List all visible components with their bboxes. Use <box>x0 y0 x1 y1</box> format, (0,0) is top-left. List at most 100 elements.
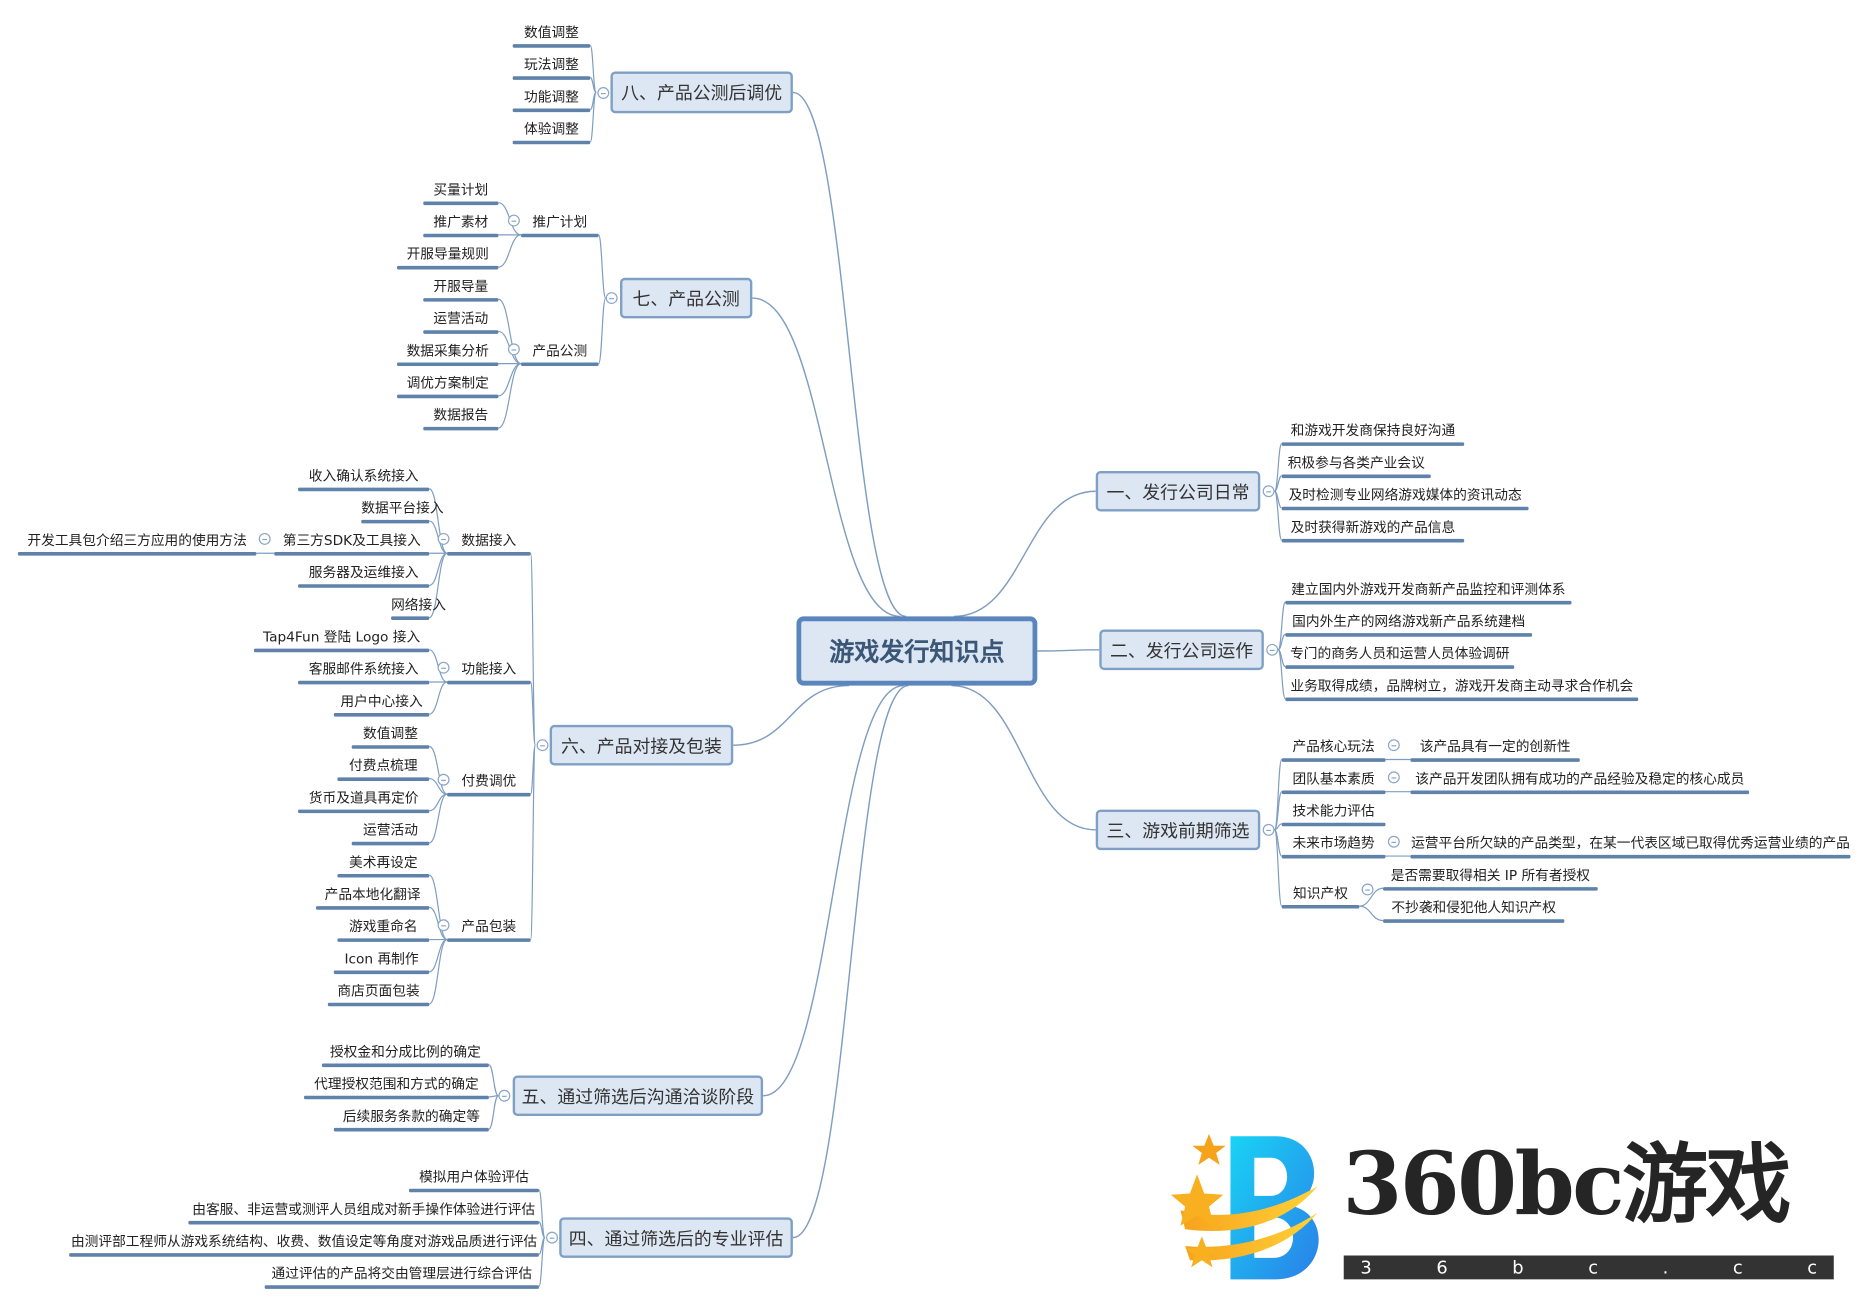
subtopic[interactable]: 数值调整 <box>524 23 579 41</box>
detail-topic[interactable]: 美术再设定 <box>349 853 418 871</box>
collapse-toggle-icon[interactable] <box>507 214 520 227</box>
detail-topic[interactable]: 推广素材 <box>433 213 489 231</box>
detail-topic[interactable]: 数值调整 <box>363 724 418 742</box>
detail-topic[interactable]: 产品本地化翻译 <box>324 885 421 903</box>
subtopic[interactable]: 体验调整 <box>524 120 579 138</box>
collapse-toggle-icon[interactable] <box>437 661 450 674</box>
subtopic[interactable]: 建立国内外游戏开发商新产品监控和评测体系 <box>1291 580 1566 598</box>
subtopic[interactable]: 产品公测 <box>532 342 588 359</box>
detail-topic[interactable]: 付费点梳理 <box>349 757 418 774</box>
detail-topic[interactable]: 该产品开发团队拥有成功的产品经验及稳定的核心成员 <box>1415 770 1745 787</box>
topic-underline <box>397 362 499 367</box>
subtopic[interactable]: 产品核心玩法 <box>1292 738 1375 755</box>
subtopic[interactable]: 后续服务条款的确定等 <box>342 1107 480 1125</box>
subtopic[interactable]: 技术能力评估 <box>1292 802 1375 820</box>
detail-topic[interactable]: 货币及道具再定价 <box>308 789 419 807</box>
connector-line <box>589 76 597 94</box>
main-topic-5[interactable]: 五、通过筛选后沟通洽谈阶段 <box>512 1075 764 1117</box>
subtopic[interactable]: 由客服、非运营或测评人员组成对新手操作体验进行评估 <box>192 1200 536 1218</box>
subtopic[interactable]: 产品包装 <box>461 918 517 935</box>
detail-topic[interactable]: 游戏重命名 <box>349 918 418 935</box>
collapse-toggle-icon[interactable] <box>498 1089 511 1102</box>
collapse-toggle-icon[interactable] <box>1262 485 1275 498</box>
subtopic[interactable]: 数据接入 <box>461 531 517 549</box>
collapse-toggle-icon[interactable] <box>437 532 450 545</box>
collapse-toggle-icon[interactable] <box>1387 771 1400 784</box>
detail-topic[interactable]: 运营活动 <box>433 310 489 327</box>
detail-topic[interactable]: 开发工具包介绍三方应用的使用方法 <box>27 531 247 549</box>
subtopic[interactable]: 通过评估的产品将交由管理层进行综合评估 <box>271 1265 533 1282</box>
detail-topic[interactable]: 开服导量规则 <box>406 245 489 263</box>
subtopic[interactable]: 积极参与各类产业会议 <box>1287 454 1425 471</box>
subtopic[interactable]: 授权金和分成比例的确定 <box>329 1043 481 1060</box>
subtopic[interactable]: 国内外生产的网络游戏新产品系统建档 <box>1292 612 1526 630</box>
detail-topic[interactable]: 买量计划 <box>433 181 489 198</box>
detail-topic[interactable]: 网络接入 <box>391 596 446 613</box>
subtopic[interactable]: 及时获得新游戏的产品信息 <box>1290 518 1456 536</box>
main-topic-8[interactable]: 八、产品公测后调优 <box>610 71 793 114</box>
main-topic-7[interactable]: 七、产品公测 <box>620 277 753 319</box>
subtopic[interactable]: 及时检测专业网络游戏媒体的资讯动态 <box>1288 486 1522 504</box>
detail-topic[interactable]: 服务器及运维接入 <box>308 563 419 581</box>
collapse-toggle-icon[interactable] <box>597 87 610 99</box>
subtopic[interactable]: 由测评部工程师从游戏系统结构、收费、数值设定等角度对游戏品质进行评估 <box>70 1232 538 1250</box>
collapse-toggle-icon[interactable] <box>1387 835 1400 848</box>
collapse-toggle-icon[interactable] <box>1266 643 1279 656</box>
main-topic-6[interactable]: 六、产品对接及包装 <box>549 724 734 766</box>
detail-topic[interactable]: 数据采集分析 <box>406 342 489 359</box>
topic-underline <box>1281 822 1386 827</box>
detail-topic[interactable]: 用户中心接入 <box>340 692 423 710</box>
subtopic[interactable]: 功能调整 <box>524 88 579 105</box>
detail-topic[interactable]: 收入确认系统接入 <box>308 467 419 485</box>
collapse-toggle-icon[interactable] <box>1387 739 1400 752</box>
detail-topic[interactable]: 开服导量 <box>433 277 489 295</box>
collapse-toggle-icon[interactable] <box>536 739 549 752</box>
main-topic-4[interactable]: 四、通过筛选后的专业评估 <box>559 1217 793 1258</box>
subtopic[interactable]: 推广计划 <box>532 213 588 231</box>
detail-topic[interactable]: 数据报告 <box>433 406 489 424</box>
topic-underline <box>521 362 599 367</box>
topic-underline <box>1410 790 1750 795</box>
detail-topic[interactable]: Tap4Fun 登陆 Logo 接入 <box>262 628 421 646</box>
subtopic[interactable]: 团队基本素质 <box>1292 770 1375 787</box>
detail-topic[interactable]: 不抄袭和侵犯他人知识产权 <box>1391 899 1556 916</box>
detail-topic[interactable]: 运营活动 <box>363 821 418 839</box>
subtopic[interactable]: 代理授权范围和方式的确定 <box>314 1075 479 1093</box>
main-topic-2[interactable]: 二、发行公司运作 <box>1099 629 1264 671</box>
detail-topic[interactable]: Icon 再制作 <box>344 950 419 967</box>
subtopic[interactable]: 未来市场趋势 <box>1292 834 1375 852</box>
main-topic-3[interactable]: 三、游戏前期筛选 <box>1095 809 1261 851</box>
connector-line <box>498 298 522 365</box>
subtopic[interactable]: 功能接入 <box>461 660 517 678</box>
watermark-logo: 360bc游戏 3 6 b c . c c <box>1168 1127 1842 1288</box>
topic-underline <box>1281 904 1360 909</box>
collapse-toggle-icon[interactable] <box>1361 883 1374 896</box>
connector-line <box>1273 829 1283 907</box>
detail-topic[interactable]: 该产品具有一定的创新性 <box>1419 738 1571 755</box>
collapse-toggle-icon[interactable] <box>507 343 520 356</box>
detail-topic[interactable]: 第三方SDK及工具接入 <box>282 531 421 549</box>
central-topic[interactable]: 游戏发行知识点 <box>796 616 1038 686</box>
collapse-toggle-icon[interactable] <box>437 919 450 932</box>
connector-line <box>429 938 448 973</box>
subtopic[interactable]: 专门的商务人员和运营人员体验调研 <box>1290 645 1510 662</box>
collapse-toggle-icon[interactable] <box>605 292 618 305</box>
subtopic[interactable]: 玩法调整 <box>524 56 579 73</box>
detail-topic[interactable]: 数据平台接入 <box>361 499 444 517</box>
detail-topic[interactable]: 运营平台所欠缺的产品类型，在某一代表区域已取得优秀运营业绩的产品 <box>1411 834 1850 852</box>
subtopic[interactable]: 和游戏开发商保持良好沟通 <box>1290 422 1456 439</box>
collapse-toggle-icon[interactable] <box>258 532 271 545</box>
detail-topic[interactable]: 调优方案制定 <box>406 374 489 392</box>
main-topic-1[interactable]: 一、发行公司日常 <box>1095 470 1261 512</box>
collapse-toggle-icon[interactable] <box>546 1231 559 1244</box>
subtopic[interactable]: 付费调优 <box>461 772 517 790</box>
detail-topic[interactable]: 客服邮件系统接入 <box>308 660 419 678</box>
detail-topic[interactable]: 是否需要取得相关 IP 所有者授权 <box>1390 866 1591 884</box>
collapse-toggle-icon[interactable] <box>437 773 450 786</box>
detail-topic[interactable]: 商店页面包装 <box>337 982 420 1000</box>
subtopic[interactable]: 业务取得成绩，品牌树立，游戏开发商主动寻求合作机会 <box>1290 677 1634 694</box>
subtopic[interactable]: 知识产权 <box>1293 884 1348 902</box>
url-char: c <box>1732 1256 1743 1279</box>
collapse-toggle-icon[interactable] <box>1262 823 1275 836</box>
subtopic[interactable]: 模拟用户体验评估 <box>419 1168 529 1186</box>
